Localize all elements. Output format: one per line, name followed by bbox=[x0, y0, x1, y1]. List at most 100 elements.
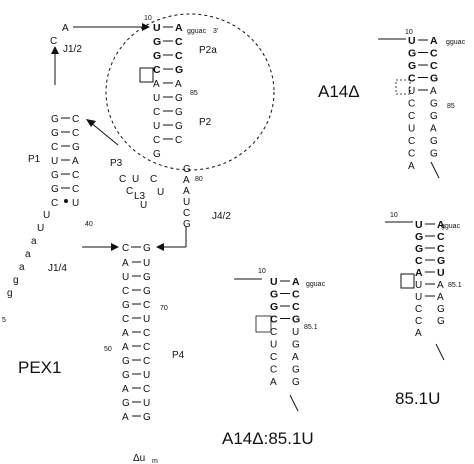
p2-right-nt: C bbox=[175, 135, 182, 146]
p2a-right-nt: A bbox=[175, 22, 183, 34]
p4-left-nt: G bbox=[122, 356, 130, 367]
a14d-left-nt: U bbox=[408, 86, 415, 97]
p2a-left-nt: C bbox=[153, 64, 161, 76]
p2-left-nt: G bbox=[153, 149, 161, 160]
a14d851u-left-nt: G bbox=[270, 289, 278, 301]
u851-left-nt: G bbox=[415, 243, 423, 255]
arrowhead-j14 bbox=[111, 243, 119, 251]
a14d851u-left-nt: C bbox=[270, 314, 278, 326]
p4-left-nt: G bbox=[122, 370, 130, 381]
p4-right-nt: U bbox=[143, 398, 150, 409]
p4-left-nt: G bbox=[122, 398, 130, 409]
p1-right-nt: C bbox=[72, 114, 79, 125]
p4-right-nt: C bbox=[143, 356, 150, 367]
nt-j14-g: G bbox=[143, 243, 151, 254]
marker-50: 50 bbox=[104, 346, 112, 353]
a14d-gguac: gguac bbox=[446, 39, 466, 46]
p4-right-nt: U bbox=[143, 314, 150, 325]
u851-left-nt: C bbox=[415, 316, 422, 327]
tail-m: m bbox=[152, 458, 158, 464]
a14d-title: A14Δ bbox=[318, 82, 360, 101]
a14d-left-nt: C bbox=[408, 149, 415, 160]
tail5-nt: a bbox=[19, 262, 25, 273]
a14d-right-nt: C bbox=[430, 48, 438, 60]
label-p1: P1 bbox=[28, 154, 41, 165]
a14d851u-deletion-box bbox=[255, 315, 272, 333]
tail5-nt: U bbox=[43, 210, 50, 221]
a14d851u-right-nt: G bbox=[292, 365, 300, 376]
p2a-left-nt: U bbox=[153, 22, 161, 34]
a14d851u-right-nt: C bbox=[292, 289, 300, 301]
p1-left-nt: G bbox=[51, 128, 59, 139]
a14d-right-nt: A bbox=[430, 124, 437, 135]
a14d851u-right-nt: C bbox=[292, 301, 300, 313]
u851-marker-851: 85.1 bbox=[448, 282, 462, 289]
a14d-marker-85: 85 bbox=[447, 103, 455, 110]
l3-nt: U bbox=[132, 174, 139, 185]
tail5-nt: g bbox=[13, 275, 19, 286]
a14d851u-marker-851: 85.1 bbox=[304, 324, 318, 331]
u851-left-nt: A bbox=[415, 267, 423, 279]
l3-nt: C bbox=[119, 174, 126, 185]
u851-right-nt: U bbox=[437, 267, 445, 279]
a14d851u-left-nt: C bbox=[270, 327, 277, 338]
p4-right-nt: C bbox=[143, 342, 150, 353]
a14d851u-left-nt: G bbox=[270, 301, 278, 313]
a14d851u-right-nt: U bbox=[292, 327, 299, 338]
p2a-right-nt: A bbox=[175, 79, 182, 90]
tail5-nt: a bbox=[25, 249, 31, 260]
u851-right-nt: G bbox=[437, 255, 445, 267]
p4-left-nt: A bbox=[122, 384, 129, 395]
j42-strand-nt: U bbox=[183, 197, 190, 208]
p1-right-nt: A bbox=[72, 156, 79, 167]
p4-right-nt: C bbox=[143, 300, 150, 311]
a14d-left-nt: C bbox=[408, 99, 415, 110]
wobble-dot bbox=[64, 199, 68, 203]
p1-right-nt: U bbox=[72, 198, 79, 209]
a14d851u-right-nt: A bbox=[292, 276, 300, 288]
p4-right-nt: G bbox=[143, 412, 151, 423]
u851-right-nt: A bbox=[437, 219, 445, 231]
u851-right-nt: A bbox=[437, 292, 444, 303]
p4-right-nt: U bbox=[143, 258, 150, 269]
l3-nt: U bbox=[140, 200, 147, 211]
l3-nt: C bbox=[150, 174, 157, 185]
label-p4: P4 bbox=[172, 350, 185, 361]
j42-strand-nt: A bbox=[183, 186, 190, 197]
p2a-left-nt: G bbox=[153, 50, 161, 62]
u851-right-nt: G bbox=[437, 304, 445, 315]
p4-left-nt: A bbox=[122, 342, 129, 353]
tail5-nt: a bbox=[31, 236, 37, 247]
dashed-highlight-circle bbox=[105, 13, 275, 171]
marker-85: 85 bbox=[190, 90, 198, 97]
a14d851u-marker-10: 10 bbox=[258, 268, 266, 275]
p2-right-nt: G bbox=[175, 107, 183, 118]
p1-right-nt: C bbox=[72, 170, 79, 181]
a14d-right-nt: G bbox=[430, 136, 438, 147]
p2a-right-nt: C bbox=[175, 36, 183, 48]
a14d-right-nt: G bbox=[430, 73, 438, 85]
pex1-title: PEX1 bbox=[18, 358, 61, 377]
a14d-marker-10: 10 bbox=[405, 29, 413, 36]
a14d851u-left-nt: A bbox=[270, 377, 277, 388]
j42-strand-nt: C bbox=[183, 208, 190, 219]
a14d-left-nt: U bbox=[408, 35, 416, 47]
p2a-left-nt: U bbox=[153, 93, 160, 104]
j42-strand-nt: G bbox=[183, 219, 191, 230]
a14d-left-nt: C bbox=[408, 73, 416, 85]
u851-left-nt: C bbox=[415, 304, 422, 315]
p4-right-nt: G bbox=[143, 272, 151, 283]
a14d-left-nt: G bbox=[408, 60, 416, 72]
a14d-left-nt: C bbox=[408, 111, 415, 122]
label-p2: P2 bbox=[199, 117, 212, 128]
j42-strand-nt: A bbox=[183, 175, 190, 186]
a14d851u-right-nt: G bbox=[292, 314, 300, 326]
p4-left-nt: U bbox=[122, 272, 129, 283]
a14d-left-nt: A bbox=[408, 161, 415, 172]
